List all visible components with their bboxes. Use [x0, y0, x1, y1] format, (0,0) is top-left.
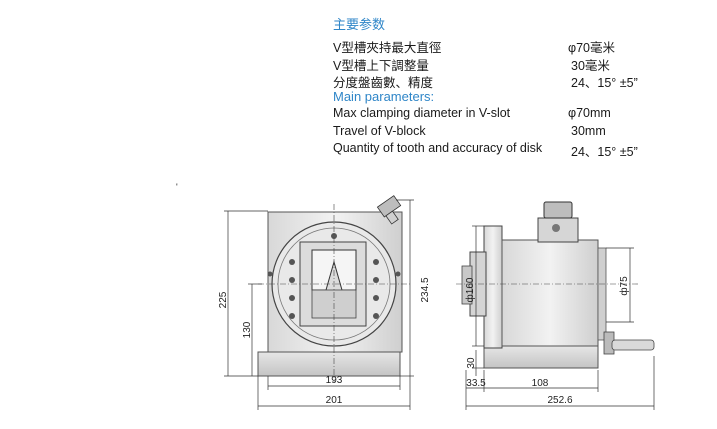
cn-label: V型槽上下調整量	[333, 59, 429, 73]
side-base	[483, 345, 599, 369]
cn-value: φ70毫米	[568, 41, 616, 55]
side-body	[501, 239, 599, 347]
dim-overall-length: 252.6	[547, 395, 572, 406]
en-label: Travel of V-block	[333, 124, 426, 138]
side-rear-cover	[597, 247, 607, 341]
dim-inner-width: 193	[326, 375, 343, 386]
en-heading: Main parameters:	[333, 89, 435, 104]
front-bolts	[267, 233, 401, 319]
side-v-jaw	[461, 265, 473, 305]
dim-overall-height: 225	[218, 291, 229, 308]
dim-disk-dia: ф160	[464, 277, 476, 302]
side-disk-plate	[483, 225, 503, 349]
side-knob-screw	[552, 224, 560, 232]
spec-block: 主要参数 V型槽夾持最大直徑 φ70毫米 V型槽上下調整量 30毫米 分度盤齒數…	[0, 0, 717, 170]
dim-bore-dia: ф75	[618, 276, 630, 296]
dim-offset: 33.5	[466, 378, 486, 389]
side-view: ф160 ф75 30 33.5 108 252.6	[456, 201, 655, 410]
dim-body-length: 108	[532, 378, 549, 389]
en-label: Quantity of tooth and accuracy of disk	[333, 141, 543, 155]
side-dimension-lines	[465, 225, 655, 410]
drawing-mark: '	[176, 182, 178, 192]
cn-heading: 主要参数	[333, 17, 386, 32]
dim-base-height: 30	[466, 357, 477, 369]
dim-base-width: 201	[326, 395, 343, 406]
front-view: 225 130 234.5 193 201	[218, 195, 431, 410]
cn-value: 30毫米	[571, 59, 610, 73]
en-value: φ70mm	[568, 106, 611, 120]
side-knob	[543, 201, 573, 219]
dim-center-height: 130	[242, 321, 253, 338]
dim-top-height: 234.5	[420, 277, 431, 302]
cn-value: 24、15° ±5”	[571, 76, 638, 90]
cn-label: V型槽夾持最大直徑	[333, 41, 442, 55]
en-label: Max clamping diameter in V-slot	[333, 106, 511, 120]
cn-label: 分度盤齒數、精度	[333, 76, 434, 90]
en-value: 24、15° ±5”	[571, 145, 638, 159]
technical-drawing: '	[176, 182, 655, 410]
front-knob	[376, 195, 402, 225]
front-dimension-lines	[224, 199, 414, 410]
en-value: 30mm	[571, 124, 606, 138]
side-crank-handle	[611, 339, 655, 351]
front-base	[257, 351, 401, 377]
